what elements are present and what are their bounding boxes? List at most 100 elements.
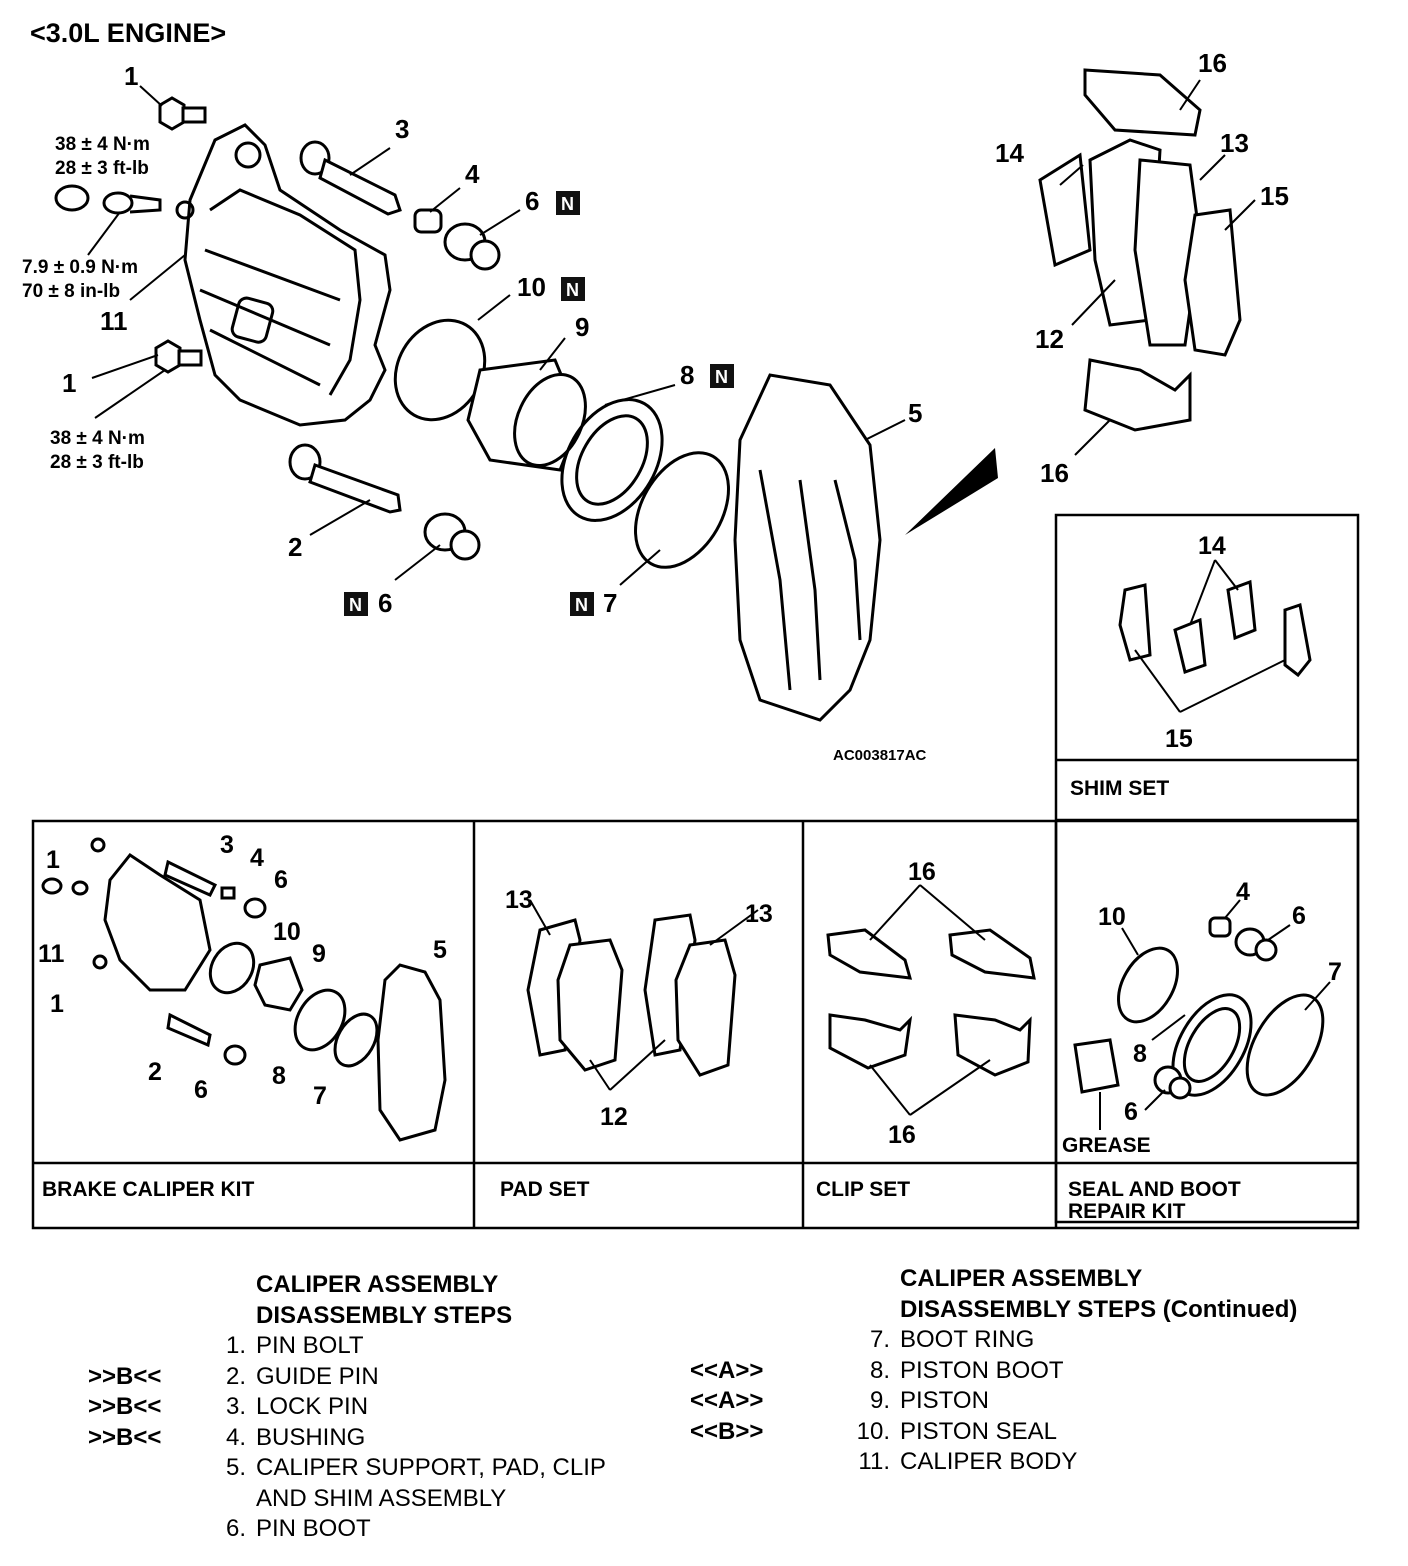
step-item: <<A>>8.PISTON BOOT [690, 1356, 1064, 1384]
pad-callout-12: 12 [600, 1103, 628, 1131]
shim-15 [1183, 208, 1242, 357]
svg-text:N: N [566, 280, 579, 300]
step-item: <<B>>10.PISTON SEAL [690, 1417, 1057, 1445]
bleeder-screw [54, 184, 162, 215]
boot-ring [634, 451, 730, 569]
new-part-badge: N [561, 277, 585, 301]
kit-label-seal-boot-line2: REPAIR KIT [1068, 1200, 1186, 1223]
direction-arrow [905, 448, 998, 535]
new-part-badge: N [710, 364, 734, 388]
step-item: 7.BOOT RING [869, 1326, 1035, 1353]
callout-1-top: 1 [124, 61, 138, 91]
steps-right: CALIPER ASSEMBLY DISASSEMBLY STEPS (Cont… [690, 1264, 1297, 1478]
pin-bolt-bottom [154, 339, 203, 374]
svg-text:4: 4 [250, 844, 264, 872]
piston [466, 358, 587, 472]
callout-8: 8 [680, 360, 694, 390]
steps-left: CALIPER ASSEMBLY DISASSEMBLY STEPS 1.PIN… [88, 1270, 606, 1545]
torque-bottom-ftlb: 28 ± 3 ft-lb [50, 452, 144, 473]
shim-callout-15: 15 [1165, 725, 1193, 753]
callout-6-bottom: 6 [378, 588, 392, 618]
pad-set-parts [526, 913, 737, 1077]
grease-pack [1073, 1038, 1120, 1094]
seal-callout-4: 4 [1236, 878, 1250, 906]
svg-text:1: 1 [46, 846, 60, 874]
callout-9: 9 [575, 312, 589, 342]
pin-bolt-top [158, 96, 207, 131]
torque-top-ftlb: 28 ± 3 ft-lb [55, 158, 149, 179]
callout-6-top: 6 [525, 186, 539, 216]
step-item: >>B<<4.BUSHING [88, 1423, 366, 1451]
callout-15: 15 [1260, 181, 1289, 211]
torque-bottom-nm: 38 ± 4 N·m [50, 428, 145, 449]
clip-set-parts [826, 928, 1036, 1077]
kit-label-seal-boot-line1: SEAL AND BOOT [1068, 1178, 1241, 1201]
diagram-title: <3.0L ENGINE> [30, 18, 226, 48]
step-item: 6.PIN BOOT [225, 1515, 371, 1542]
pad-set-leaders [529, 899, 759, 1091]
svg-text:10: 10 [273, 918, 301, 946]
guide-pin [288, 443, 402, 514]
callout-16-bottom: 16 [1040, 458, 1069, 488]
callout-5: 5 [908, 398, 922, 428]
step-item: <<A>>9.PISTON [690, 1387, 989, 1414]
torque-top-nm: 38 ± 4 N·m [55, 134, 150, 155]
svg-text:N: N [561, 194, 574, 214]
callout-3: 3 [395, 114, 409, 144]
clip-callout-16-top: 16 [908, 858, 936, 886]
kit-label-brake-caliper-kit: BRAKE CALIPER KIT [42, 1178, 255, 1201]
svg-text:5: 5 [433, 936, 447, 964]
torque-bleeder-nm: 7.9 ± 0.9 N·m [22, 257, 138, 278]
callout-11: 11 [100, 306, 128, 336]
shim-callout-14: 14 [1198, 532, 1226, 560]
seal-callout-10: 10 [1098, 903, 1126, 931]
steps-right-heading-2: DISASSEMBLY STEPS (Continued) [900, 1295, 1298, 1323]
piston-boot [560, 398, 664, 522]
lock-pin [299, 140, 402, 216]
step-item: >>B<<3.LOCK PIN [88, 1393, 369, 1420]
brake-caliper-kit-callouts: 1 3 4 6 11 10 9 5 1 2 6 8 7 [38, 831, 447, 1110]
seal-callout-7: 7 [1328, 958, 1342, 986]
svg-text:3: 3 [220, 831, 234, 859]
svg-text:8: 8 [272, 1062, 286, 1090]
kit-box-borders [31, 513, 1360, 1230]
brake-caliper-kit-parts [41, 837, 447, 1142]
new-part-badge: N [556, 191, 580, 215]
callout-10: 10 [517, 272, 546, 302]
shim-set-parts [1118, 559, 1312, 713]
callout-7: 7 [603, 588, 617, 618]
step-item: 5.CALIPER SUPPORT, PAD, CLIP [225, 1454, 606, 1481]
callout-1-bottom: 1 [62, 368, 76, 398]
svg-text:7: 7 [313, 1082, 327, 1110]
callout-4: 4 [465, 159, 480, 189]
clip-set-leaders [869, 884, 991, 1116]
kit-label-shim-set: SHIM SET [1070, 777, 1169, 800]
illustration-code: AC003817AC [833, 747, 927, 764]
callout-12: 12 [1035, 324, 1064, 354]
svg-text:9: 9 [312, 940, 326, 968]
pad-13 [1133, 158, 1202, 347]
pin-boot-bottom [423, 512, 481, 561]
svg-text:N: N [715, 367, 728, 387]
callout-2: 2 [288, 532, 302, 562]
svg-text:6: 6 [194, 1076, 208, 1104]
steps-left-heading-1: CALIPER ASSEMBLY [256, 1271, 499, 1298]
callout-13: 13 [1220, 128, 1249, 158]
step-item: AND SHIM ASSEMBLY [256, 1484, 507, 1512]
seal-boot-kit-leaders [1099, 899, 1331, 1130]
pad-callout-13-left: 13 [505, 886, 533, 914]
caliper-support [733, 373, 882, 722]
leader-lines [87, 79, 1256, 586]
seal-callout-6-bottom: 6 [1124, 1098, 1138, 1126]
shim-14 [1038, 152, 1092, 268]
seal-boot-kit-parts [1073, 916, 1325, 1100]
svg-text:1: 1 [50, 990, 64, 1018]
grease-label: GREASE [1062, 1134, 1151, 1157]
pin-boot-top [443, 222, 501, 271]
new-part-badge: N [344, 592, 368, 616]
svg-text:N: N [575, 595, 588, 615]
new-part-badge: N [570, 592, 594, 616]
clip-callout-16-bottom: 16 [888, 1121, 916, 1149]
step-item: 1.PIN BOLT [225, 1332, 364, 1359]
kit-label-pad-set: PAD SET [500, 1178, 590, 1201]
